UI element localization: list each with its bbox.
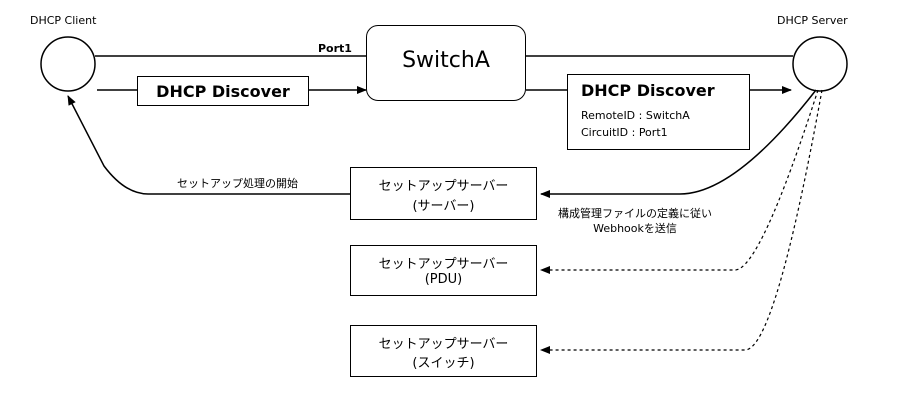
webhook-arrow-switch — [540, 89, 823, 354]
discover-box-left: DHCP Discover — [137, 76, 309, 106]
setup-server-kind: (スイッチ) — [412, 356, 475, 371]
switch-a-label: SwitchA — [402, 48, 490, 73]
switch-a-box: SwitchA — [366, 25, 526, 101]
circuit-id-text: CircuitID : Port1 — [581, 126, 668, 139]
discover-label-left: DHCP Discover — [156, 82, 290, 101]
discover-box-right: DHCP Discover RemoteID : SwitchA Circuit… — [567, 74, 750, 150]
setup-server-box-pdu: セットアップサーバー (PDU) — [350, 245, 537, 296]
setup-server-kind: (サーバー) — [412, 199, 475, 214]
discover-label-right: DHCP Discover — [581, 81, 715, 100]
remote-id-text: RemoteID : SwitchA — [581, 109, 690, 122]
setup-server-kind: (PDU) — [424, 272, 463, 287]
setup-server-title: セットアップサーバー — [378, 257, 509, 272]
setup-server-title: セットアップサーバー — [378, 337, 509, 352]
webhook-annotation-line2: Webhookを送信 — [593, 222, 677, 235]
port-label: Port1 — [318, 42, 352, 55]
setup-server-box-switch: セットアップサーバー (スイッチ) — [350, 325, 537, 377]
start-setup-arrow — [67, 95, 350, 195]
webhook-arrow-pdu — [540, 89, 819, 274]
dhcp-server-node — [792, 36, 848, 92]
dhcp-client-label: DHCP Client — [30, 14, 97, 27]
webhook-arrow-server — [540, 89, 817, 198]
setup-server-box-server: セットアップサーバー (サーバー) — [350, 167, 537, 220]
webhook-annotation-line1: 構成管理ファイルの定義に従い — [558, 207, 712, 220]
dhcp-server-label: DHCP Server — [777, 14, 848, 27]
start-setup-annotation: セットアップ処理の開始 — [177, 177, 298, 190]
setup-server-title: セットアップサーバー — [378, 179, 509, 194]
dhcp-client-node — [40, 36, 96, 92]
